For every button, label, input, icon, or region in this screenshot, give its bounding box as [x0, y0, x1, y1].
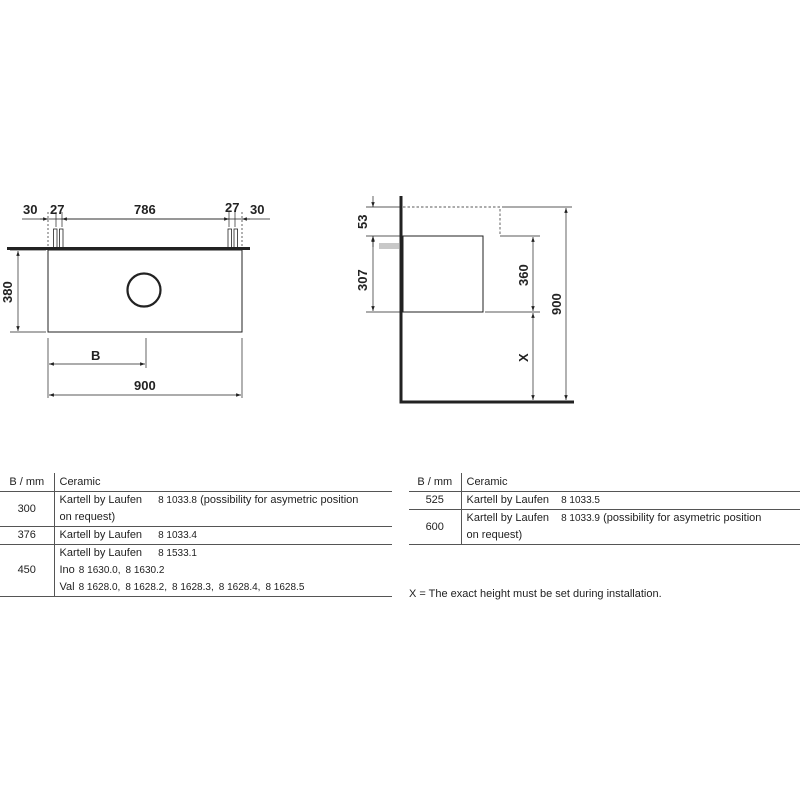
cell-b: 600 [409, 509, 462, 545]
product-note: (possibility for asymetric position [603, 512, 762, 524]
table-header: B / mm Ceramic [409, 473, 800, 492]
dim-360 [485, 235, 540, 313]
dim-label-900-width: 900 [134, 378, 156, 393]
ceramic-line: on request) [467, 527, 800, 544]
product-note: (possibility for asymetric position [200, 494, 359, 506]
installation-footnote: X = The exact height must be set during … [409, 588, 662, 600]
dim-label-27-left: 27 [50, 202, 64, 217]
dim-900-height [502, 206, 572, 400]
product-code: 8 1628.3, [172, 582, 214, 593]
product-name: Kartell by Laufen [466, 494, 550, 506]
drain-circle [126, 272, 162, 308]
product-code: 8 1628.0, [78, 582, 121, 593]
cell-b: 450 [0, 544, 55, 597]
height-dimension [10, 249, 46, 333]
cell-ceramic: Kartell by Laufen 8 1033.5 [461, 491, 800, 510]
product-code: 8 1630.2 [125, 565, 165, 576]
product-code: 8 1033.8 [158, 495, 197, 506]
cell-b: 300 [0, 491, 55, 527]
product-note-cont: on request) [466, 529, 523, 541]
dim-53 [366, 196, 400, 247]
table-row: 300 Kartell by Laufen 8 1033.8 (possibili… [0, 491, 393, 527]
top-dimension-chain [22, 212, 270, 247]
cell-b: 525 [409, 491, 462, 510]
product-code: 8 1628.5 [265, 582, 305, 593]
dim-label-30-right: 30 [250, 202, 264, 217]
product-note-cont: on request) [59, 511, 116, 523]
product-name: Kartell by Laufen [466, 512, 550, 524]
dim-label-53: 53 [355, 215, 370, 229]
product-code: 8 1628.4, [218, 582, 261, 593]
product-code: 8 1533.1 [158, 548, 197, 559]
dim-label-30-left: 30 [23, 202, 37, 217]
cell-ceramic: Kartell by Laufen 8 1033.9 (possibility f… [461, 509, 800, 545]
cell-ceramic: Kartell by Laufen 8 1033.8 (possibility f… [54, 491, 393, 527]
dim-label-27-right: 27 [225, 200, 239, 215]
dim-label-786: 786 [134, 202, 156, 217]
ceramic-table-left: B / mm Ceramic 300 Kartell by Laufen 8 10… [0, 473, 392, 597]
width-dimension [49, 338, 243, 398]
table-row: 600 Kartell by Laufen 8 1033.9 (possibili… [409, 509, 800, 545]
dim-label-900-height: 900 [549, 293, 564, 315]
tap-right [227, 228, 238, 249]
product-code: 8 1630.0, [78, 565, 121, 576]
product-code: 8 1033.9 [561, 513, 600, 524]
dim-label-380: 380 [0, 281, 15, 303]
ceramic-line: on request) [60, 509, 393, 526]
ceramic-line: Kartell by Laufen 8 1033.5 [467, 492, 800, 509]
dim-label-b: B [91, 348, 100, 363]
dim-307 [366, 237, 400, 313]
side-connector [379, 243, 399, 249]
cell-b: 376 [0, 526, 55, 545]
product-name: Kartell by Laufen [59, 529, 143, 541]
product-name: Kartell by Laufen [59, 547, 143, 559]
side-view [366, 196, 574, 404]
countertop-dashed [403, 206, 501, 236]
cabinet-body [47, 249, 243, 333]
ceramic-table-right: B / mm Ceramic 525 Kartell by Laufen 8 10… [409, 473, 800, 545]
dim-label-307: 307 [355, 269, 370, 291]
product-code: 8 1033.4 [158, 530, 197, 541]
side-cabinet [402, 235, 484, 313]
dim-label-360: 360 [516, 264, 531, 286]
header-b-mm: B / mm [0, 473, 55, 492]
header-ceramic: Ceramic [461, 473, 800, 492]
front-view [7, 212, 270, 398]
cell-ceramic: Kartell by Laufen 8 1033.4 [54, 526, 393, 545]
wall-and-floor [399, 196, 574, 404]
product-code: 8 1033.5 [561, 495, 600, 506]
table-header: B / mm Ceramic [0, 473, 392, 492]
dim-label-x: X [516, 353, 531, 362]
product-code: 8 1628.2, [125, 582, 168, 593]
ceramic-line: Kartell by Laufen 8 1033.4 [60, 527, 393, 544]
table-row: 525 Kartell by Laufen 8 1033.5 [409, 491, 800, 510]
ceramic-line: Kartell by Laufen 8 1033.9 (possibility f… [467, 510, 800, 527]
header-b-mm: B / mm [409, 473, 462, 492]
product-name: Kartell by Laufen [59, 494, 143, 506]
ceramic-line: Kartell by Laufen 8 1033.8 (possibility f… [60, 492, 393, 509]
header-ceramic: Ceramic [54, 473, 392, 492]
b-dimension [47, 338, 147, 398]
product-name: Ino [59, 564, 75, 576]
product-name: Val [59, 581, 75, 593]
table-row: 376 Kartell by Laufen 8 1033.4 [0, 526, 393, 545]
ceramic-line: Kartell by Laufen 8 1533.1 [60, 545, 393, 562]
tap-left [53, 228, 64, 249]
